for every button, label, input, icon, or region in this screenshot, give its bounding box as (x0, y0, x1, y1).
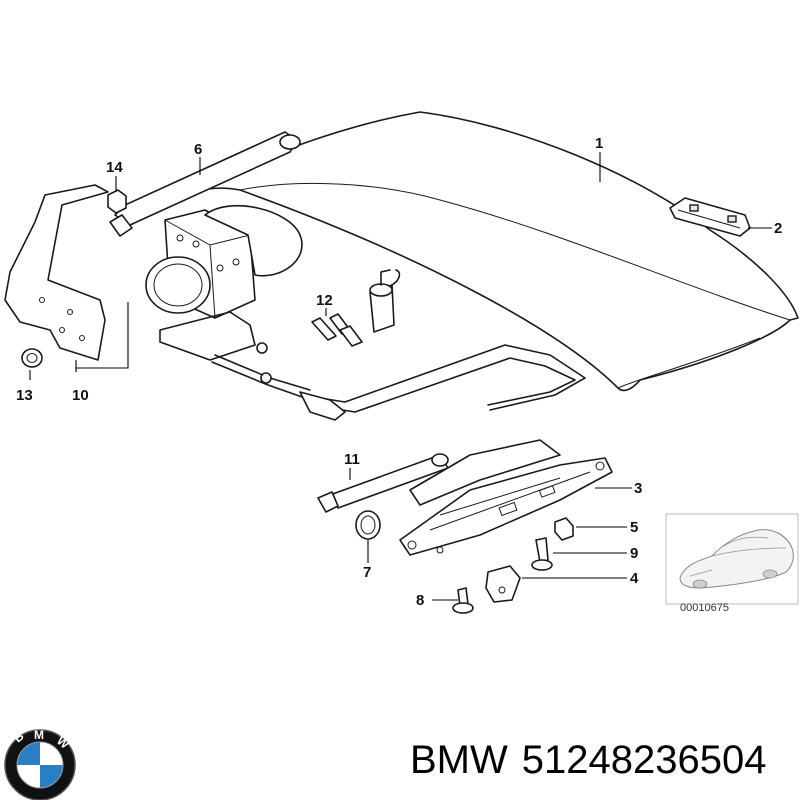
svg-text:M: M (34, 728, 44, 742)
bmw-logo-icon: B M W (4, 728, 76, 800)
clip-ring (355, 510, 381, 540)
stopper-4 (485, 565, 521, 603)
bracket (4, 184, 109, 361)
callout-10: 10 (72, 387, 89, 404)
bolt-9 (531, 537, 553, 571)
bolt-8 (452, 587, 474, 614)
trunk-lid (164, 111, 799, 392)
callout-1: 1 (595, 135, 603, 152)
callout-11: 11 (344, 451, 360, 468)
part-number: 51248236504 (521, 738, 767, 782)
callout-6: 6 (194, 141, 202, 158)
car-silhouette (679, 529, 794, 589)
callout-3: 3 (634, 480, 642, 497)
leader-lines (29, 152, 772, 601)
callout-14: 14 (106, 159, 123, 176)
callout-13: 13 (16, 387, 33, 404)
callout-9: 9 (630, 545, 638, 562)
callout-4: 4 (630, 570, 639, 587)
hydraulic-lines (159, 311, 586, 421)
hydraulic-pump-unit (145, 205, 303, 319)
nut-14 (107, 189, 127, 214)
callout-2: 2 (774, 220, 782, 237)
block-5 (554, 517, 574, 541)
inset-car-thumbnail: 00010675 (665, 513, 799, 614)
callout-7: 7 (363, 564, 371, 581)
callout-8: 8 (416, 592, 424, 609)
gas-strut (109, 131, 301, 237)
brand-name: BMW (410, 738, 508, 782)
callout-labels: 1 2 3 4 5 6 7 8 9 10 11 12 13 14 (16, 135, 782, 609)
grommet-13 (21, 348, 43, 368)
callout-5: 5 (630, 519, 638, 536)
sensor-and-bolts (311, 269, 401, 347)
footer-caption: BMW 51248236504 (410, 738, 780, 783)
inset-code: 00010675 (680, 602, 729, 614)
hinge-assembly (399, 439, 613, 556)
callout-12: 12 (316, 292, 333, 309)
